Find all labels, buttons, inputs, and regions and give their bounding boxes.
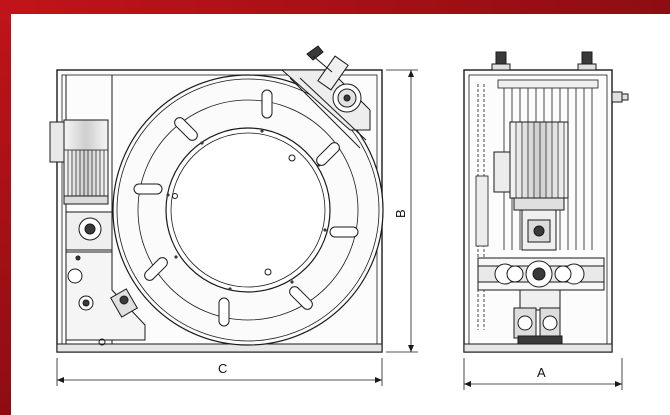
front-view xyxy=(49,45,384,353)
dimension-label-c: C xyxy=(218,361,227,376)
side-gearbox xyxy=(521,209,557,251)
red-side-band xyxy=(0,0,11,415)
front-motor xyxy=(49,119,109,205)
side-motor xyxy=(493,121,569,211)
red-header-band xyxy=(0,0,670,14)
dimension-label-b: B xyxy=(393,209,408,218)
side-lower-assembly xyxy=(513,289,563,345)
front-drum-lifters xyxy=(133,89,359,327)
front-bracket-plate xyxy=(65,251,146,346)
side-shaft xyxy=(477,257,605,291)
side-view xyxy=(463,51,629,353)
dimension-label-a: A xyxy=(537,365,546,380)
dimension-lines xyxy=(56,69,623,390)
front-drum xyxy=(112,74,384,346)
front-top-drive xyxy=(280,45,371,149)
side-top-bolts xyxy=(491,51,597,71)
